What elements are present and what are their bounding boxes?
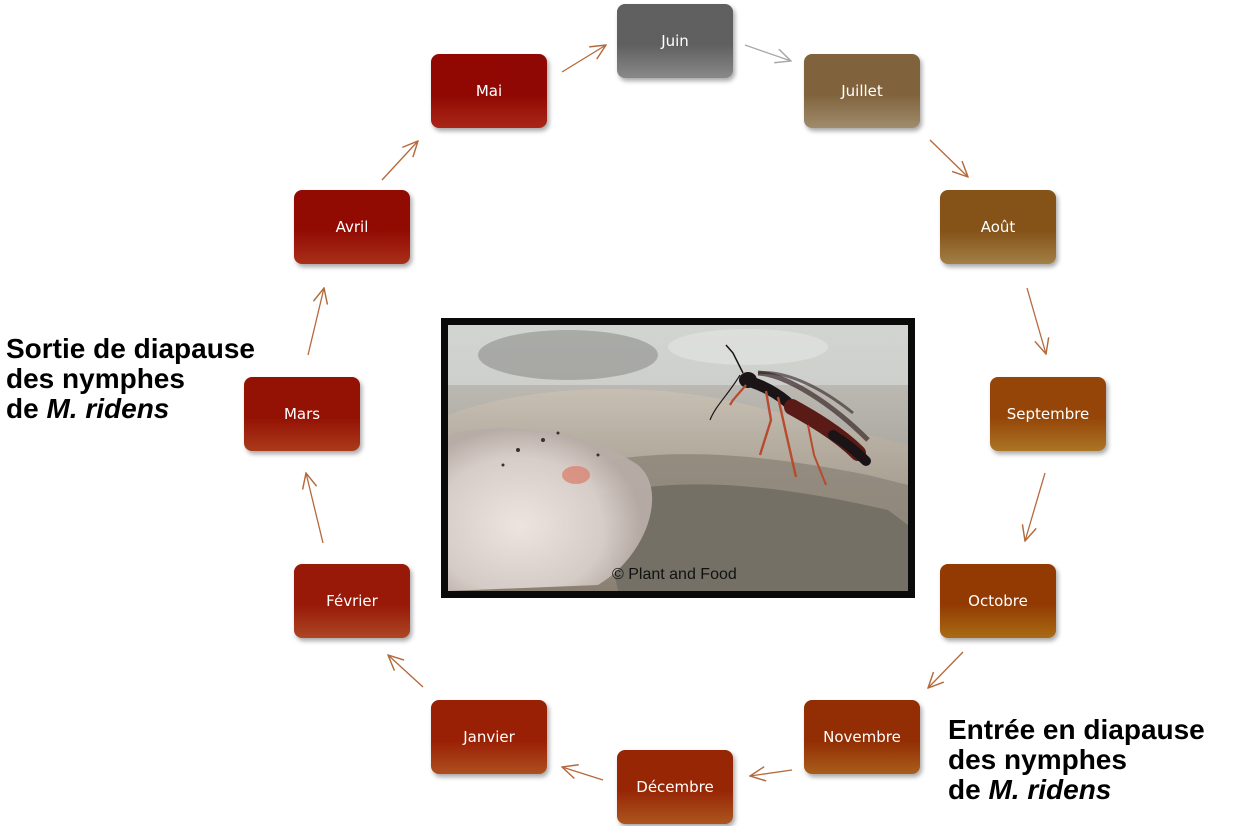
wasp-photo-image: © Plant and Food bbox=[448, 325, 908, 591]
arrow-decembre-janvier bbox=[562, 767, 604, 781]
month-fevrier: Février bbox=[294, 564, 410, 638]
arrow-avril-mai bbox=[381, 141, 418, 181]
month-novembre: Novembre bbox=[804, 700, 920, 774]
annotation-left-line3: de M. ridens bbox=[6, 394, 255, 424]
month-octobre: Octobre bbox=[940, 564, 1056, 638]
annotation-left-prefix: de bbox=[6, 393, 47, 424]
annotation-right-prefix: de bbox=[948, 774, 989, 805]
annotation-right-species: M. ridens bbox=[988, 774, 1112, 805]
arrow-octobre-novembre bbox=[928, 651, 964, 688]
annotation-left-line2: des nymphes bbox=[6, 363, 185, 394]
month-septembre: Septembre bbox=[990, 377, 1106, 451]
arrow-juin-juillet bbox=[744, 44, 791, 61]
arrow-fevrier-mars bbox=[306, 473, 324, 544]
annotation-right-line3: de M. ridens bbox=[948, 775, 1205, 805]
arrow-septembre-octobre bbox=[1025, 472, 1046, 541]
annotation-right-line2: des nymphes bbox=[948, 744, 1127, 775]
wasp-figure bbox=[709, 344, 871, 486]
month-aout: Août bbox=[940, 190, 1056, 264]
photo-credit: © Plant and Food bbox=[612, 566, 737, 583]
arrow-novembre-decembre bbox=[750, 770, 793, 776]
month-decembre: Décembre bbox=[617, 750, 733, 824]
arrow-janvier-fevrier bbox=[388, 655, 424, 688]
arrow-mai-juin bbox=[561, 45, 606, 73]
arrow-juillet-aout bbox=[929, 139, 968, 177]
month-mai: Mai bbox=[431, 54, 547, 128]
annotation-left-line1: Sortie de diapause bbox=[6, 333, 255, 364]
month-juin: Juin bbox=[617, 4, 733, 78]
annotation-sortie-diapause: Sortie de diapause des nymphes de M. rid… bbox=[6, 334, 255, 424]
arrow-mars-avril bbox=[307, 288, 324, 356]
annotation-left-species: M. ridens bbox=[46, 393, 170, 424]
month-janvier: Janvier bbox=[431, 700, 547, 774]
month-avril: Avril bbox=[294, 190, 410, 264]
month-mars: Mars bbox=[244, 377, 360, 451]
annotation-right-line1: Entrée en diapause bbox=[948, 714, 1205, 745]
month-juillet: Juillet bbox=[804, 54, 920, 128]
wasp-photo: © Plant and Food bbox=[441, 318, 915, 598]
annotation-entree-diapause: Entrée en diapause des nymphes de M. rid… bbox=[948, 715, 1205, 805]
arrow-aout-septembre bbox=[1026, 287, 1046, 354]
